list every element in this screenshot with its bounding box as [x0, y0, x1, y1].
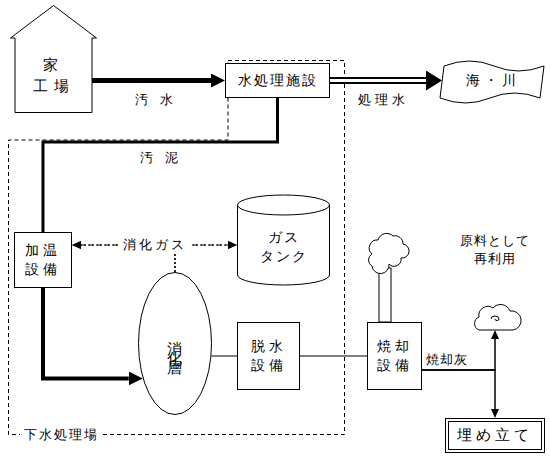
dashed-boundary: [9, 61, 345, 435]
node-text: 脱水 設備: [249, 337, 289, 375]
connector: [330, 80, 426, 81]
connector: [211, 356, 237, 357]
reuse-cloud: 原料として 再利用: [455, 232, 535, 332]
edge-label: 汚水: [135, 92, 185, 108]
gas-tank: ガス タンク: [237, 195, 330, 285]
connector-line: [43, 288, 129, 379]
cloud-outline: [475, 304, 522, 330]
connector: [422, 370, 495, 409]
cylinder-body: [238, 195, 330, 285]
edge-label: 汚泥: [140, 150, 190, 166]
digestion-tank: 消化層: [138, 272, 212, 415]
cylinder-rim: [238, 205, 330, 215]
node-text: 加温 設備: [23, 241, 63, 279]
smoke-cloud: [369, 233, 409, 273]
node-text: 埋め立て: [457, 425, 533, 445]
house-outline-path: [11, 6, 97, 113]
node-text: 海・川: [466, 71, 520, 90]
landfill-box: 埋め立て: [445, 418, 545, 453]
node-text: 原料として 再利用: [457, 232, 533, 267]
cloud-swirl: [491, 316, 499, 321]
connector-inner-line: [330, 79, 426, 82]
edge-label: 消化ガス: [120, 237, 190, 253]
process-box: 脱水 設備: [237, 322, 300, 390]
cloud-group: [475, 304, 522, 330]
connector: [300, 356, 367, 357]
connector-line: [43, 98, 278, 232]
edge-label: 焼却灰: [426, 352, 468, 368]
connector: [43, 288, 129, 379]
node-text: 焼却 設備: [375, 337, 415, 375]
connector: [43, 98, 278, 232]
banner-path: [440, 61, 544, 103]
chimney: [379, 268, 391, 322]
connector: [92, 80, 211, 81]
node-text: 消化層: [165, 329, 185, 359]
process-box: 水処理施設: [225, 63, 330, 98]
node-text: 下水処理場: [20, 426, 103, 444]
node-text: 水処理施設: [238, 71, 318, 90]
node-text: 家 工場: [31, 55, 77, 96]
ellipse-outline: [139, 273, 212, 415]
node-text: ガス タンク: [258, 228, 310, 266]
connector-line: [300, 356, 367, 357]
process-box: 加温 設備: [14, 232, 72, 288]
connector-line: [422, 370, 495, 409]
outlet-banner: 海・川: [440, 58, 545, 102]
connector-line: [330, 77, 426, 84]
house-shape: 家 工場: [10, 5, 97, 113]
connector: [422, 339, 495, 370]
connector-line: [92, 78, 211, 83]
connector-line: [211, 356, 237, 357]
connector-line: [422, 339, 495, 370]
edge-label: 処理水: [358, 92, 409, 108]
process-box: 焼却 設備: [367, 322, 422, 390]
